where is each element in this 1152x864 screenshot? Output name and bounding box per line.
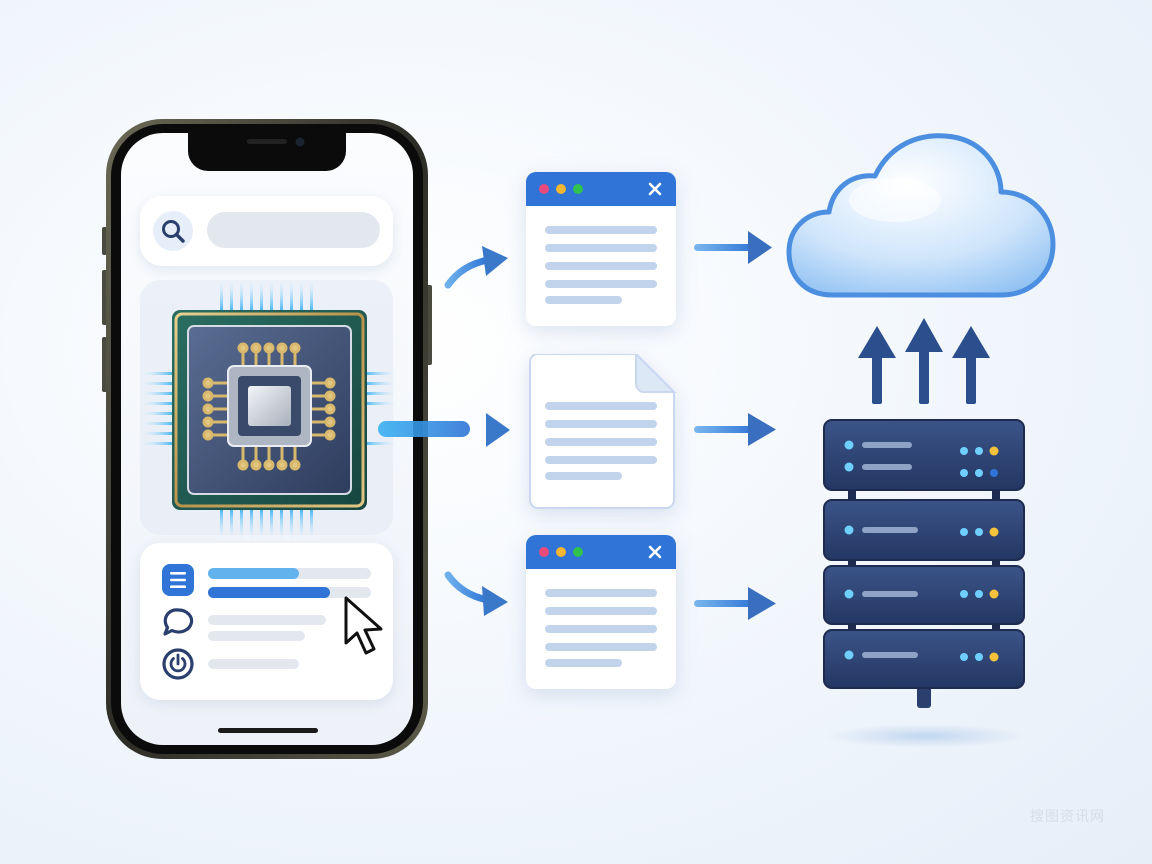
search-icon[interactable] — [152, 210, 194, 252]
browser-window-bottom — [526, 535, 678, 691]
chat-bubble-icon[interactable] — [163, 608, 194, 636]
curved-arrow-up — [444, 256, 492, 289]
straight-arrow-middle — [486, 413, 510, 447]
text-line — [545, 659, 622, 667]
signal-beams-left — [142, 372, 172, 445]
window-dot-green[interactable] — [573, 547, 583, 557]
browser-window-icon — [526, 172, 676, 326]
cloud — [785, 130, 1065, 305]
phone-menu — [140, 543, 393, 700]
power-icon[interactable] — [162, 648, 194, 680]
home-indicator — [218, 728, 318, 733]
menu-row-fill[interactable] — [208, 587, 330, 598]
text-line — [545, 589, 657, 597]
text-line — [545, 472, 622, 480]
server-unit-3 — [823, 565, 1025, 625]
browser-window-icon — [526, 535, 676, 689]
close-icon[interactable] — [648, 545, 662, 559]
phone-search-bar[interactable] — [140, 196, 393, 266]
watermark: 搜图资讯网 — [1030, 808, 1105, 824]
signal-beams-bottom — [220, 510, 313, 540]
chip-core — [248, 386, 291, 426]
text-line — [545, 438, 657, 446]
server-icon — [823, 419, 1025, 748]
text-line — [545, 296, 622, 304]
text-line — [545, 625, 657, 633]
text-line — [545, 456, 657, 464]
signal-beams-right — [366, 372, 396, 445]
browser-titlebar — [526, 535, 676, 569]
arrow-up-icon — [905, 318, 943, 404]
server-unit-2 — [823, 499, 1025, 561]
arrow-to-server-bottom — [694, 587, 776, 620]
menu-row-line — [208, 615, 326, 625]
text-line — [545, 226, 657, 234]
flow-arrows-left — [440, 230, 520, 630]
window-dot-yellow[interactable] — [556, 547, 566, 557]
text-line — [545, 280, 657, 288]
window-dot-red[interactable] — [539, 184, 549, 194]
text-line — [545, 402, 657, 410]
text-line — [545, 420, 657, 428]
text-line — [545, 607, 657, 615]
arrow-up-icon — [858, 326, 896, 404]
server-rack — [818, 418, 1033, 748]
pointer-cursor-icon — [344, 596, 383, 655]
signal-beams-top — [220, 280, 313, 310]
arrow-up-icon — [952, 326, 990, 404]
phone-notch — [188, 133, 346, 171]
flow-arrows-right — [690, 225, 785, 625]
search-input[interactable] — [207, 212, 380, 248]
page-fold — [635, 354, 677, 393]
text-line — [545, 262, 657, 270]
browser-titlebar — [526, 172, 676, 206]
cpu-chip-icon — [142, 280, 470, 540]
server-unit-4 — [823, 629, 1025, 689]
close-icon[interactable] — [648, 182, 662, 196]
cloud-icon — [786, 133, 1056, 298]
processor-chip — [140, 280, 470, 540]
text-line — [545, 643, 657, 651]
curved-arrow-down — [444, 571, 492, 604]
window-dot-red[interactable] — [539, 547, 549, 557]
menu-row-fill — [208, 568, 299, 579]
document-sheet — [526, 354, 678, 510]
arrow-to-server-top — [694, 413, 776, 446]
arrow-to-cloud — [694, 231, 772, 264]
menu-row-line — [208, 631, 305, 641]
output-signal-beam — [378, 421, 470, 437]
window-dot-green[interactable] — [573, 184, 583, 194]
upload-arrows — [850, 318, 1000, 408]
menu-row-line — [208, 659, 299, 669]
text-line — [545, 244, 657, 252]
list-icon[interactable] — [162, 564, 194, 596]
window-dot-yellow[interactable] — [556, 184, 566, 194]
server-unit-1 — [823, 419, 1025, 491]
document-icon — [529, 354, 677, 509]
browser-window-top — [526, 172, 678, 328]
